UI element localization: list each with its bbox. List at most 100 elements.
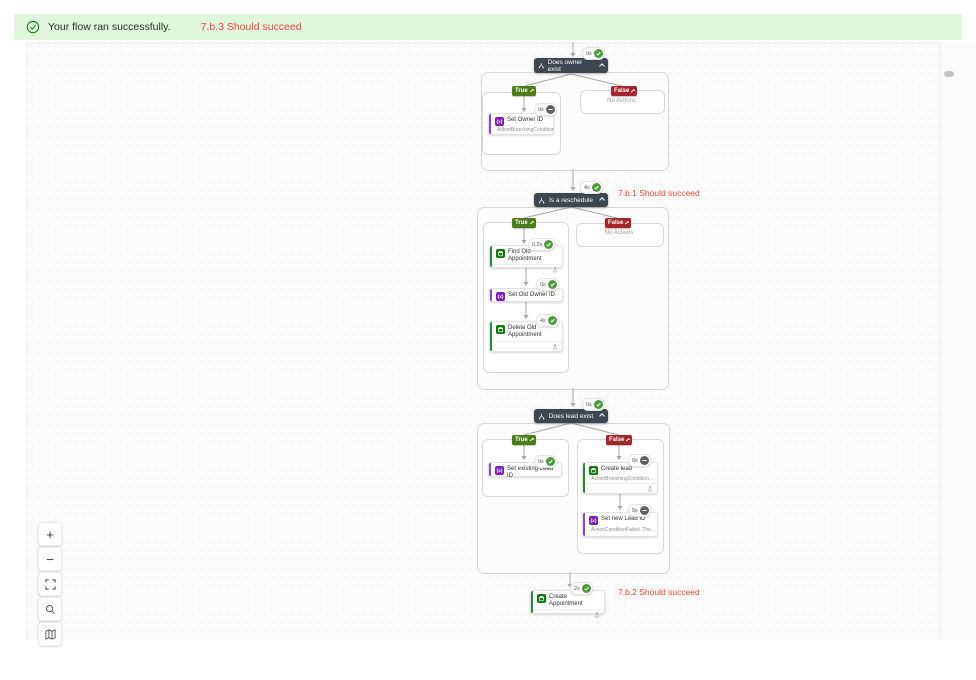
- card-accent: [489, 114, 491, 134]
- flow-run-banner: Your flow ran successfully. 7.b.3 Should…: [14, 14, 962, 40]
- duration-label: 0s: [586, 50, 592, 57]
- condition-header-does-lead-exist[interactable]: Does lead exist: [534, 409, 608, 423]
- scrollbar-track[interactable]: [940, 42, 976, 640]
- status-chip: 0s: [534, 455, 557, 468]
- action-note: ActionBranchingCondition...: [589, 476, 653, 482]
- variable-icon: {x}: [495, 466, 504, 475]
- plus-icon: +: [46, 526, 54, 542]
- success-status-icon: [544, 240, 554, 249]
- action-card-set-new-lead-id[interactable]: {x} Set new Lead ID ActionConditionFaile…: [582, 512, 658, 537]
- duration-label: 0s: [538, 106, 544, 113]
- dataverse-icon: [589, 466, 598, 475]
- false-label: False: [608, 220, 624, 226]
- duration-label: 2s: [574, 585, 580, 592]
- status-chip: 0s: [628, 454, 651, 467]
- duration-label: 4s: [540, 317, 546, 324]
- card-footer: [531, 609, 604, 619]
- action-card-create-appointment[interactable]: Create Appointment: [530, 590, 605, 618]
- duration-label: 0s: [586, 401, 592, 408]
- action-title: Set Owner ID: [507, 117, 544, 123]
- false-branch-pill-2[interactable]: False: [605, 218, 631, 228]
- scrollbar-thumb[interactable]: [944, 71, 954, 77]
- chevron-up-icon: [625, 221, 630, 225]
- true-branch-pill-1[interactable]: True: [512, 86, 536, 96]
- card-accent: [489, 463, 491, 476]
- success-status-icon: [591, 183, 601, 192]
- action-title: Set existing Lead ID: [507, 466, 554, 479]
- condition-header-does-owner-exist[interactable]: Does owner exist: [534, 58, 608, 73]
- dataverse-icon: [496, 249, 505, 258]
- status-chip: 0s: [582, 47, 605, 60]
- variable-icon: {x}: [495, 117, 504, 126]
- status-chip: 0s: [582, 398, 605, 411]
- false-branch-pill-3[interactable]: False: [606, 435, 632, 445]
- static-result-flask-icon: [595, 611, 599, 618]
- chevron-up-icon: [529, 437, 535, 443]
- success-status-icon: [545, 457, 555, 466]
- search-icon: [45, 604, 55, 614]
- success-status-icon: [547, 316, 557, 325]
- no-actions-label: No Actions: [604, 230, 634, 236]
- chevron-up-icon: [626, 438, 631, 442]
- true-label: True: [515, 437, 528, 443]
- duration-label: 0s: [632, 457, 638, 464]
- action-card-set-owner-id[interactable]: {x} Set Owner ID ActionBranchingConditio…: [488, 113, 554, 135]
- condition-icon: [538, 62, 544, 69]
- chevron-up-icon: [631, 89, 636, 93]
- condition-icon: [538, 413, 545, 420]
- static-result-flask-icon: [553, 266, 557, 273]
- action-card-create-lead[interactable]: Create lead ActionBranchingCondition...: [582, 462, 658, 494]
- condition-title: Does lead exist: [548, 412, 594, 420]
- no-actions-label: No Actions: [607, 98, 636, 104]
- status-chip: 4s: [536, 314, 559, 327]
- test-annotation-7b1: 7.b.1 Should succeed: [618, 188, 700, 198]
- search-button[interactable]: [38, 597, 62, 621]
- zoom-in-button[interactable]: +: [38, 522, 62, 546]
- banner-message: Your flow ran successfully.: [48, 21, 171, 33]
- status-chip: 2s: [570, 582, 593, 595]
- card-footer: [490, 341, 562, 351]
- action-title: Set Old Owner ID: [508, 292, 556, 298]
- condition-icon: [538, 197, 545, 204]
- banner-annotation: 7.b.3 Should succeed: [200, 21, 302, 33]
- minus-icon: −: [46, 551, 54, 567]
- action-title: Create lead: [601, 466, 633, 472]
- minimap-icon: [45, 628, 55, 640]
- card-accent: [490, 322, 492, 351]
- true-label: True: [515, 220, 528, 226]
- condition-header-is-a-reschedule[interactable]: Is a reschedule: [534, 193, 608, 207]
- duration-label: 0s: [538, 458, 544, 465]
- duration-label: 0s: [540, 281, 546, 288]
- false-label: False: [614, 88, 630, 94]
- dataverse-icon: [496, 325, 505, 334]
- action-title: Delete Old Appointment: [508, 325, 542, 338]
- minimap-button[interactable]: [38, 622, 62, 646]
- action-note: ActionBranchingCondition...: [489, 127, 553, 134]
- success-status-icon: [581, 584, 591, 593]
- canvas-toolbar: + −: [38, 522, 62, 646]
- test-annotation-7b2: 7.b.2 Should succeed: [618, 587, 700, 597]
- chevron-up-icon: [529, 220, 535, 226]
- duration-label: 0s: [632, 507, 638, 514]
- card-accent: [490, 289, 492, 301]
- skipped-status-icon: [545, 105, 555, 114]
- zoom-out-button[interactable]: −: [38, 547, 62, 571]
- condition-title: Does owner exist: [547, 58, 583, 73]
- dataverse-icon: [537, 594, 546, 603]
- duration-label: 0.2s: [532, 241, 543, 248]
- chevron-up-icon: [599, 413, 605, 419]
- card-accent: [583, 513, 585, 536]
- fit-view-button[interactable]: [38, 572, 62, 596]
- fit-view-icon: [44, 578, 56, 590]
- action-card-set-old-owner-id[interactable]: {x} Set Old Owner ID: [489, 288, 563, 302]
- true-branch-pill-2[interactable]: True: [512, 218, 536, 228]
- false-label: False: [609, 437, 625, 443]
- skipped-status-icon: [639, 456, 649, 465]
- false-branch-pill-1[interactable]: False: [611, 86, 637, 96]
- variable-icon: {x}: [496, 292, 505, 301]
- true-label: True: [515, 88, 528, 94]
- status-chip: 0.2s: [528, 238, 556, 251]
- success-status-icon: [593, 49, 603, 58]
- true-branch-pill-3[interactable]: True: [512, 435, 536, 445]
